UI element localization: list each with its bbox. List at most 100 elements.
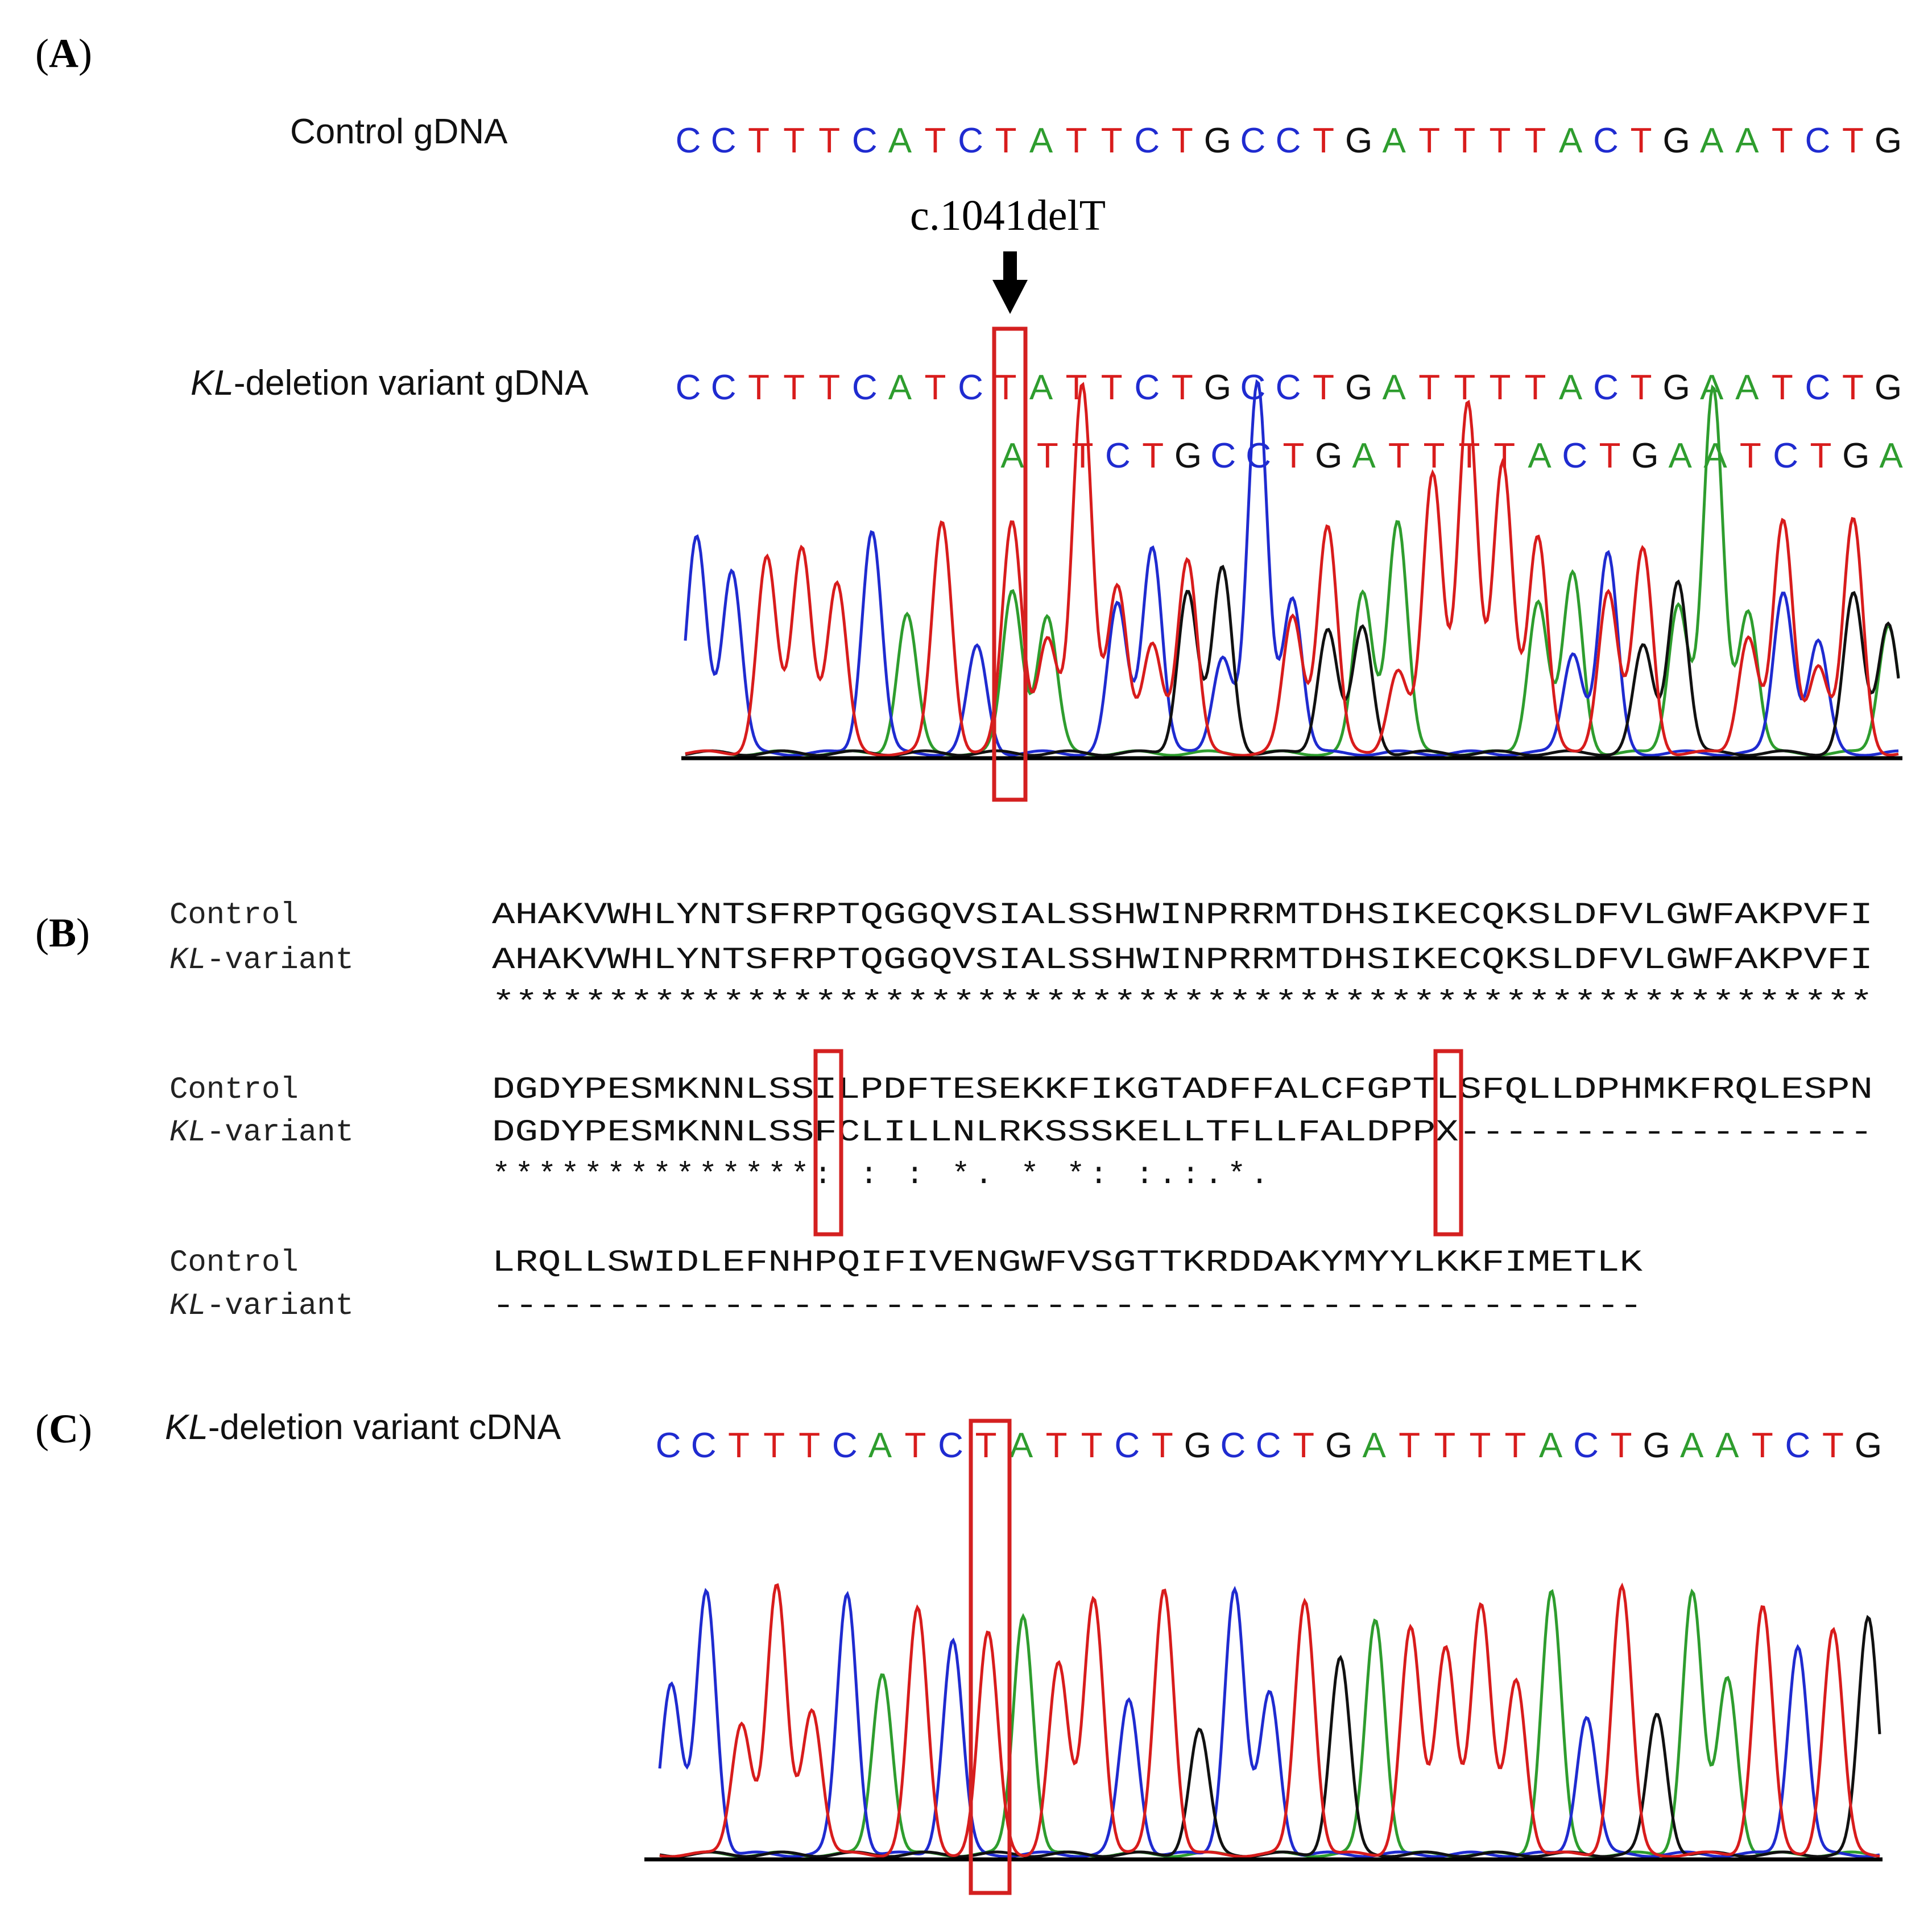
base-letter: T [1454,121,1475,160]
base-letter: C [852,121,878,160]
base-letter: T [1081,1426,1103,1465]
base-letter: A [1669,436,1693,476]
base-letter: C [1562,436,1587,476]
block2-control-sequence: DGDYPESMKNNLSSILPDFTESEKKFIKGTADFFALCFGP… [492,1073,1873,1107]
base-letter: C [711,121,737,160]
base-letter: G [1662,368,1690,407]
base-letter: T [1454,368,1475,407]
trace-g [685,564,1900,757]
base-letter: T [904,1426,926,1465]
base-letter: T [924,121,946,160]
base-letter: C [1276,121,1301,160]
base-letter: C [1773,436,1798,476]
base-letter: C [938,1426,963,1465]
block1-conservation-line: ****************************************… [492,986,1873,1021]
base-letter: T [1631,121,1652,160]
base-letter: C [852,368,878,407]
base-letter: G [1345,368,1372,407]
base-letter: A [1559,368,1583,407]
base-letter: T [1399,1426,1420,1465]
base-letter: C [1240,121,1266,160]
base-letter: A [1029,121,1053,160]
base-letter: G [1325,1426,1352,1465]
block1-control-label: Control [169,898,299,933]
base-letter: A [1383,368,1406,407]
control-gdna-label: Control gDNA [290,112,508,151]
base-letter: T [1424,436,1445,476]
base-letter: T [1142,436,1164,476]
base-letter: T [1842,121,1864,160]
base-letter: T [1740,436,1761,476]
base-letter: A [1352,436,1376,476]
base-letter: A [1383,121,1406,160]
base-letter: C [832,1426,858,1465]
base-letter: T [1066,121,1087,160]
base-letter: A [1735,368,1759,407]
base-letter: C [958,121,983,160]
base-letter: T [799,1426,820,1465]
base-letter: G [1315,436,1342,476]
base-letter: T [1388,436,1410,476]
base-letter: T [1434,1426,1455,1465]
base-letter: C [1221,1426,1246,1465]
base-letter: T [1101,121,1123,160]
base-letter: A [1879,436,1903,476]
base-letter: A [1029,368,1053,407]
panel-b-label: (B) [35,910,90,956]
base-letter: T [1504,1426,1526,1465]
variant-cdna-label: KL-deletion variant cDNA [165,1408,561,1447]
base-letter: C [676,368,701,407]
base-letter: G [1662,121,1690,160]
base-letter: T [1631,368,1652,407]
base-letter: A [1559,121,1583,160]
block3-variant-sequence: ----------------------------------------… [492,1289,1643,1324]
base-letter: A [888,121,912,160]
base-letter: G [1174,436,1202,476]
base-letter: A [868,1426,892,1465]
variant-gdna-label: KL-deletion variant gDNA [191,363,589,403]
base-letter: T [1172,121,1193,160]
base-letter: T [763,1426,785,1465]
base-letter: A [888,368,912,407]
base-letter: T [728,1426,750,1465]
base-letter: T [783,121,805,160]
base-letter: G [1842,436,1869,476]
base-letter: G [1643,1426,1670,1465]
base-letter: G [1184,1426,1211,1465]
block2-conservation-line: **************: : : *. * *: :.:.*. [492,1158,1273,1193]
base-letter: T [1037,436,1058,476]
base-letter: C [676,121,701,160]
chromatogram-c-trace [658,1582,1881,1858]
base-letter: T [1489,368,1511,407]
base-letter: G [1875,121,1902,160]
base-letter: T [1152,1426,1173,1465]
base-letter: A [1539,1426,1563,1465]
base-letter: C [1593,368,1619,407]
panel-b: (B) Control AHAKVWHLYNTSFRPTQGGQVSIALSSH… [35,898,1873,1324]
base-letter: C [1805,368,1831,407]
block3-control-label: Control [169,1246,299,1280]
base-letter: T [924,368,946,407]
base-letter: C [656,1426,681,1465]
block3-control-sequence: LRQLLSWIDLEFNHPQIFIVENGWFVSGTTKRDDAKYMYY… [492,1246,1643,1280]
frameshift-start-highlight-box [813,1049,843,1237]
base-letter: C [691,1426,717,1465]
base-letter: T [1524,368,1546,407]
block2-control-label: Control [169,1073,299,1107]
block1-variant-sequence: AHAKVWHLYNTSFRPTQGGQVSIALSSHWINPRRMTDHSI… [492,943,1873,978]
base-letter: C [1805,121,1831,160]
base-letter: C [1785,1426,1811,1465]
base-letter: T [1611,1426,1632,1465]
block2-variant-sequence: DGDYPESMKNNLSSFCLILLNLRKSSSKELLTFLLFALDP… [492,1115,1873,1150]
base-letter: A [1000,436,1024,476]
base-letter: C [1593,121,1619,160]
base-letter: C [711,368,737,407]
base-letter: G [1631,436,1658,476]
stop-codon-highlight-box [1433,1049,1463,1237]
block1-control-sequence: AHAKVWHLYNTSFRPTQGGQVSIALSSHWINPRRMTDHSI… [492,898,1873,933]
block3-variant-label: KL-variant [169,1289,354,1324]
